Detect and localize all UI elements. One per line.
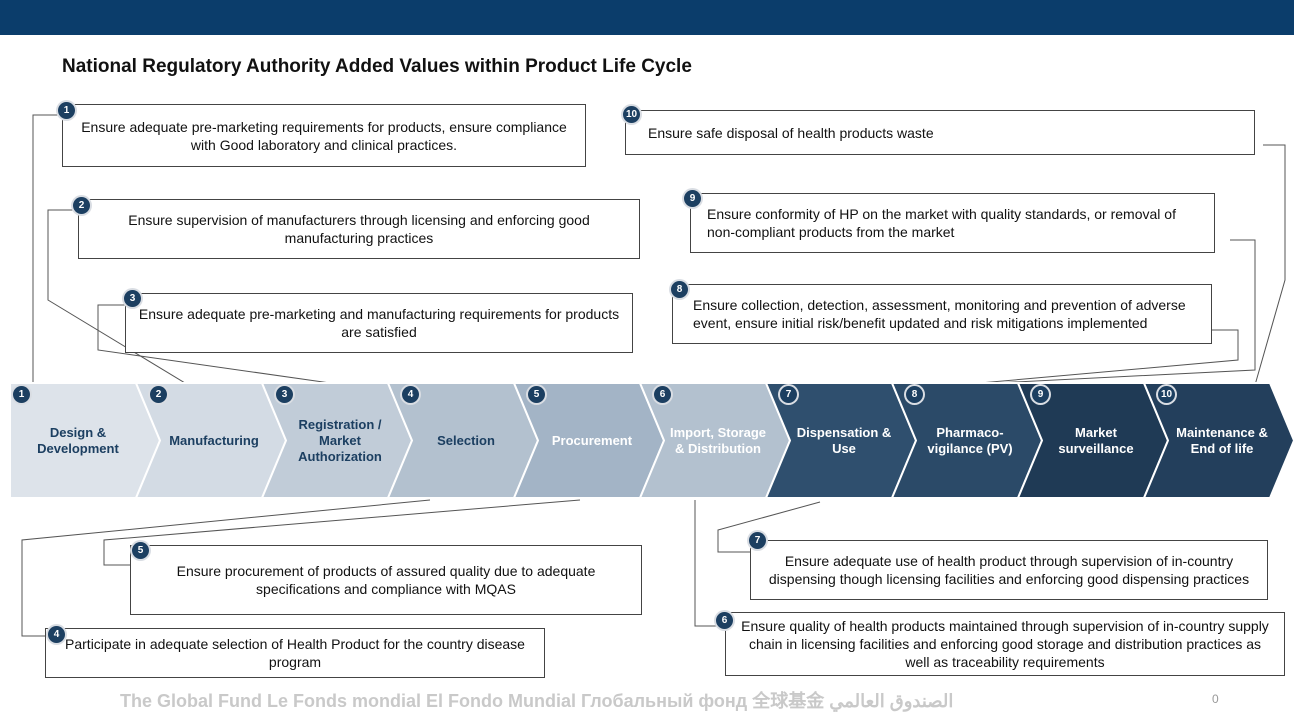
stage-badge-2: 2	[150, 386, 167, 403]
stage-chevron-10	[1142, 382, 1294, 499]
note-7: Ensure adequate use of health product th…	[750, 540, 1268, 600]
stage-badge-7: 7	[780, 386, 797, 403]
badge-note-3: 3	[124, 290, 141, 307]
connector-7	[717, 501, 821, 553]
badge-note-1: 1	[58, 102, 75, 119]
top-banner	[0, 0, 1294, 35]
note-5: Ensure procurement of products of assure…	[130, 545, 642, 615]
footer-watermark: The Global Fund Le Fonds mondial El Fond…	[120, 691, 954, 711]
stage-badge-9: 9	[1032, 386, 1049, 403]
stage-badge-1: 1	[13, 386, 30, 403]
stage-label-7: Dispensation & Use	[796, 424, 892, 456]
stage-badge-10: 10	[1158, 386, 1175, 403]
badge-note-8: 8	[671, 281, 688, 298]
note-1: Ensure adequate pre-marketing requiremen…	[62, 104, 586, 167]
badge-note-6: 6	[716, 612, 733, 629]
connector-1	[32, 114, 62, 385]
badge-note-9: 9	[684, 190, 701, 207]
stage-label-3: Registration / Market Authorization	[298, 416, 382, 464]
badge-note-7: 7	[749, 532, 766, 549]
badge-note-5: 5	[132, 542, 149, 559]
note-10: Ensure safe disposal of health products …	[625, 110, 1255, 155]
note-6: Ensure quality of health products mainta…	[725, 612, 1285, 676]
connector-4	[21, 499, 431, 637]
stage-badge-3: 3	[276, 386, 293, 403]
note-4: Participate in adequate selection of Hea…	[45, 628, 545, 678]
badge-note-10: 10	[623, 106, 640, 123]
stage-badge-8: 8	[906, 386, 923, 403]
note-8: Ensure collection, detection, assessment…	[672, 284, 1212, 344]
stage-label-2: Manufacturing	[169, 432, 259, 448]
connector-8	[979, 329, 1239, 384]
stage-badge-5: 5	[528, 386, 545, 403]
stage-label-6: Import, Storage & Distribution	[669, 424, 767, 456]
page-title: National Regulatory Authority Added Valu…	[62, 56, 692, 77]
connector-9	[994, 239, 1256, 384]
connector-10	[1254, 144, 1286, 386]
badge-note-2: 2	[73, 197, 90, 214]
stage-label-4: Selection	[437, 432, 495, 448]
connector-3	[97, 304, 331, 384]
note-3: Ensure adequate pre-marketing and manufa…	[125, 293, 633, 353]
stage-label-1: Design & Development	[37, 424, 119, 456]
stage-badge-6: 6	[654, 386, 671, 403]
stage-label-10: Maintenance & End of life	[1176, 424, 1268, 456]
page-number: 0	[1212, 692, 1219, 706]
connector-6	[694, 500, 725, 627]
stage-badge-4: 4	[402, 386, 419, 403]
connector-5	[103, 499, 581, 566]
stage-label-5: Procurement	[551, 432, 633, 448]
badge-note-4: 4	[48, 626, 65, 643]
stage-label-8: Pharmaco-vigilance (PV)	[927, 424, 1013, 456]
note-2: Ensure supervision of manufacturers thro…	[78, 199, 640, 259]
connector-2	[47, 209, 186, 384]
note-9: Ensure conformity of HP on the market wi…	[690, 193, 1215, 253]
stage-label-9: Market surveillance	[1058, 424, 1134, 456]
